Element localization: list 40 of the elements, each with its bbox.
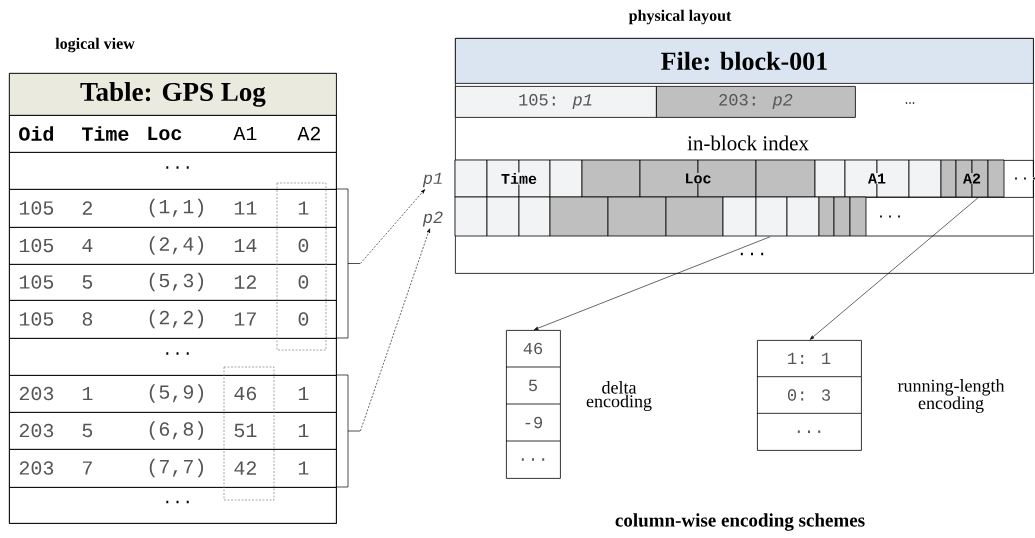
table-row: 105 8 (2,2) 17 0 xyxy=(9,300,337,339)
section-heading: physical layout xyxy=(628,9,732,25)
table-row: 203 1 (5,9) 46 1 xyxy=(9,375,337,413)
table-row: Oid Time Loc A1 A2 xyxy=(9,115,337,153)
table-row: ... xyxy=(9,487,337,524)
brace xyxy=(335,374,361,488)
note-text: ... xyxy=(905,102,915,104)
arrow xyxy=(534,236,771,330)
block-strip: ... xyxy=(454,196,904,237)
row-label: p1 xyxy=(422,172,442,188)
brace xyxy=(335,188,361,339)
index-cell: 203: p2 xyxy=(656,86,856,118)
encoding-column: 1: 1 0: 3 ... xyxy=(756,340,862,451)
section-heading: column-wise encoding schemes xyxy=(615,513,865,531)
node-label: ... xyxy=(880,215,900,218)
row-label: p2 xyxy=(422,211,443,227)
ellipsis: ... xyxy=(740,252,764,256)
arrow xyxy=(809,197,979,340)
table-row: 105 4 (2,4) 14 0 xyxy=(9,227,337,265)
section-heading: logical view xyxy=(55,37,135,53)
note-text: in-block index xyxy=(687,135,809,151)
table-row: 105 2 (1,1) 11 1 xyxy=(9,189,337,228)
table-row: ... xyxy=(9,338,337,376)
table-row: 203 7 (7,7) 42 1 xyxy=(9,449,337,488)
node-label: 46 xyxy=(523,342,543,355)
block-strip: Time Loc A1 A2 ... xyxy=(454,159,1035,198)
arrow xyxy=(360,228,430,432)
file-title: File: block-001 xyxy=(455,38,1034,84)
table-row: 203 5 (6,8) 51 1 xyxy=(9,412,337,450)
encoding-caption: running-length encoding xyxy=(897,379,1005,413)
node-label: ... xyxy=(521,458,545,461)
node-label: 5 xyxy=(528,379,538,392)
encoding-column: 46 5 -9 ... xyxy=(505,330,561,479)
encoding-caption: delta encoding xyxy=(586,381,652,412)
index-cell: 105: p1 xyxy=(455,86,657,118)
arrow xyxy=(360,189,426,264)
table-row: ... xyxy=(9,152,337,190)
table-title: Table: GPS Log xyxy=(9,73,337,116)
node-label: -9 xyxy=(525,416,543,429)
table-row: 105 5 (5,3) 12 0 xyxy=(9,264,337,301)
